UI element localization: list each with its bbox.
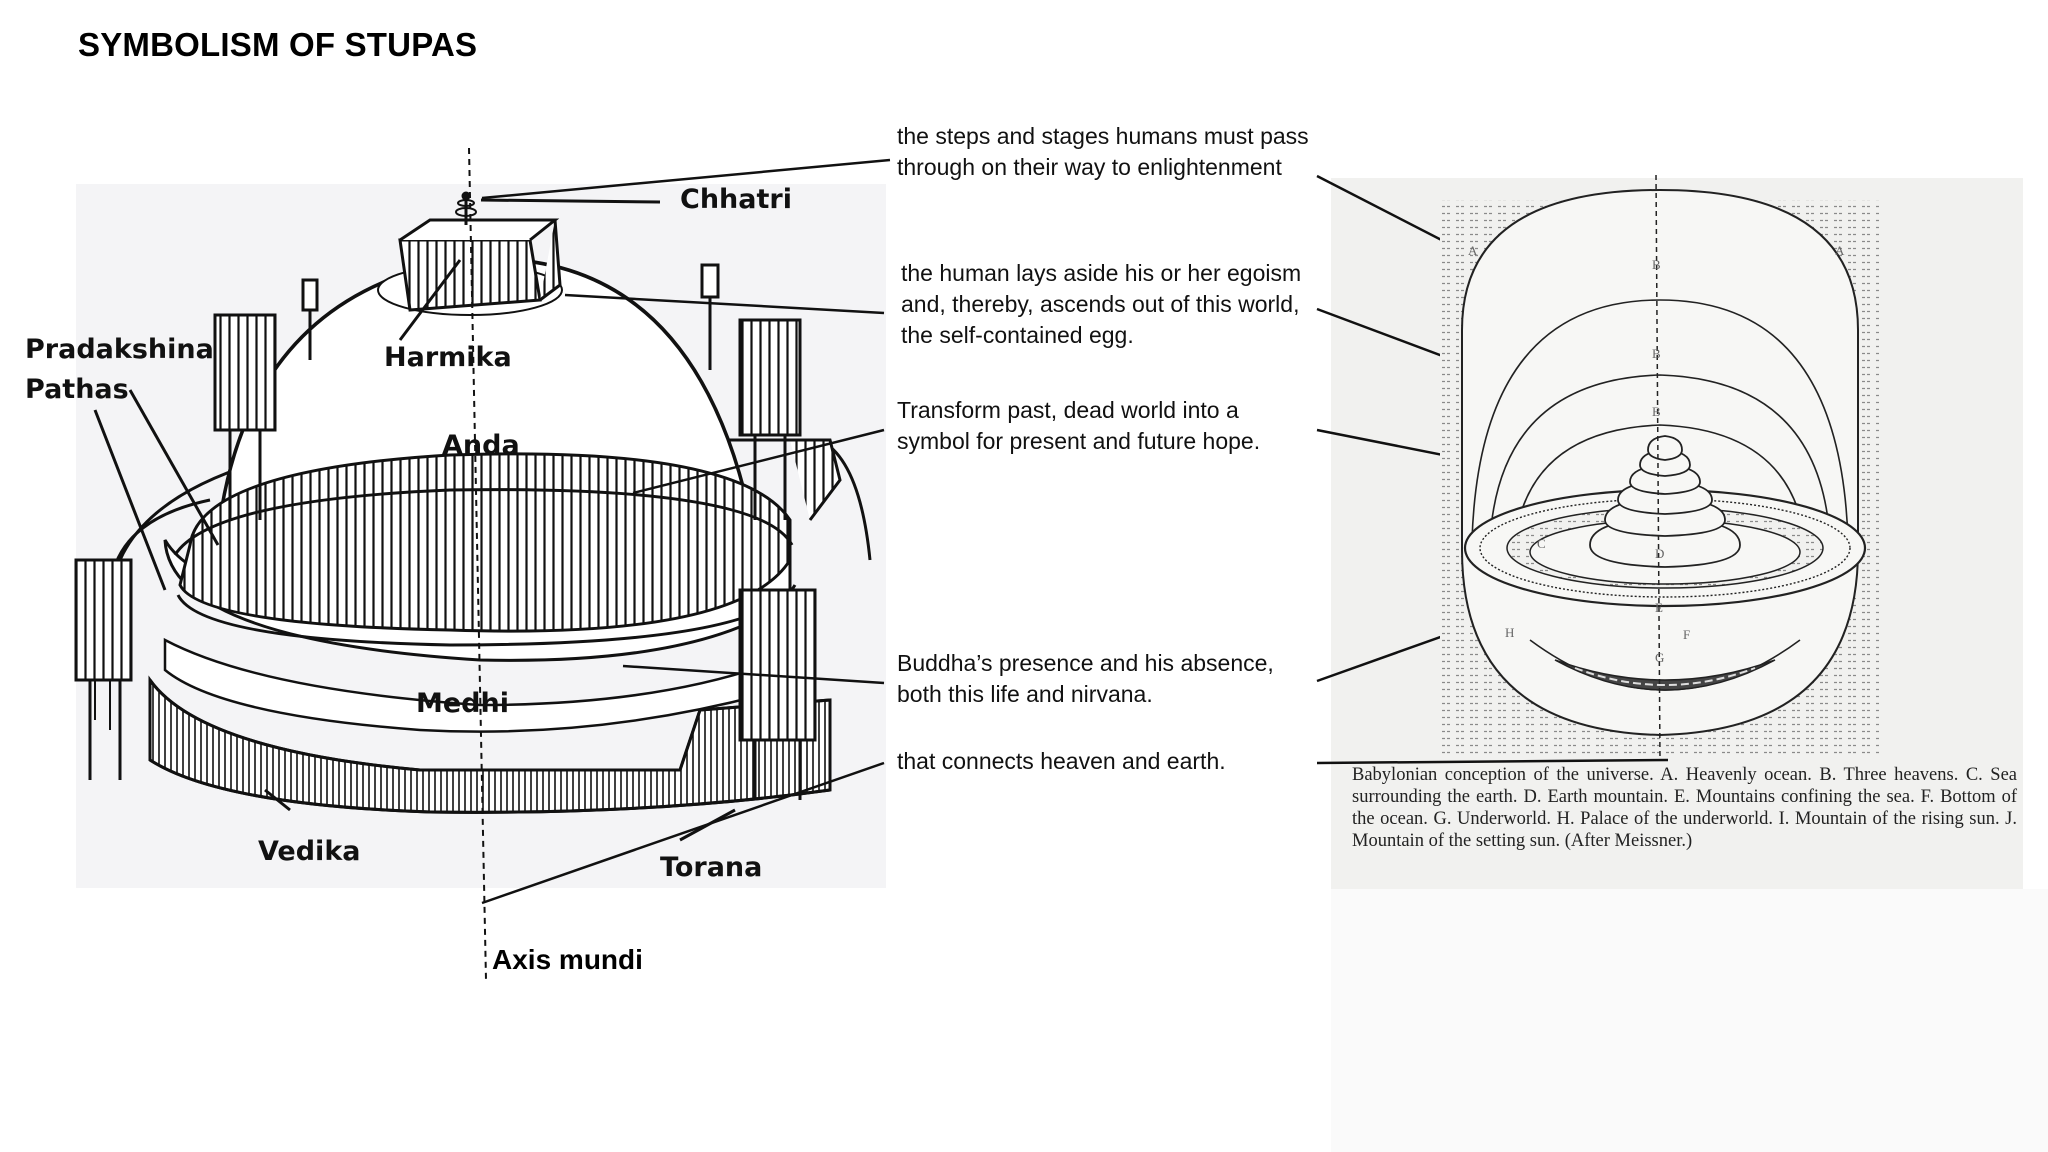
annotation-egoism: the human lays aside his or her egoism a… xyxy=(901,260,1302,348)
cosmos-letter-a-left: A xyxy=(1468,243,1478,258)
annotation-enlightenment: the steps and stages humans must pass th… xyxy=(897,123,1309,180)
cosmos-letter-d: D xyxy=(1655,546,1665,561)
cosmos-letter-b1: B xyxy=(1652,257,1661,272)
cosmos-letter-g: G xyxy=(1655,650,1665,665)
medhi-label: Medhi xyxy=(416,688,509,719)
annotation-transform: Transform past, dead world into a symbol… xyxy=(897,397,1261,454)
cosmos-panel-lower-area xyxy=(1331,889,2048,1152)
pradakshina-pathas-label: Pradakshina Pathas xyxy=(25,334,214,405)
cosmos-letter-f: F xyxy=(1683,627,1691,642)
harmika-label: Harmika xyxy=(384,342,512,373)
cosmos-letter-b2: B xyxy=(1652,346,1661,361)
annotation-presence: Buddha’s presence and his absence, both … xyxy=(897,650,1274,707)
torana-label: Torana xyxy=(660,852,763,883)
vedika-label: Vedika xyxy=(258,836,361,867)
axis-mundi-line xyxy=(468,147,487,981)
cosmos-letter-a-right: A xyxy=(1835,243,1845,258)
cosmos-letter-b3: B xyxy=(1652,404,1661,419)
cosmos-letter-e: E xyxy=(1655,600,1663,615)
chhatri-label: Chhatri xyxy=(680,184,792,215)
cosmos-caption: Babylonian conception of the universe. A… xyxy=(1352,765,2017,851)
cosmos-letter-h: H xyxy=(1505,625,1515,640)
annotation-connects: that connects heaven and earth. xyxy=(897,748,1226,774)
cosmos-drawing xyxy=(1440,174,1880,761)
slide-title: SYMBOLISM OF STUPAS xyxy=(78,26,478,63)
axis-mundi-label: Axis mundi xyxy=(492,944,643,975)
stupa-drawing xyxy=(74,191,872,814)
anda-label: Anda xyxy=(442,430,520,461)
cosmos-letter-c: C xyxy=(1537,536,1546,551)
stupa-leader-lines xyxy=(93,198,736,842)
